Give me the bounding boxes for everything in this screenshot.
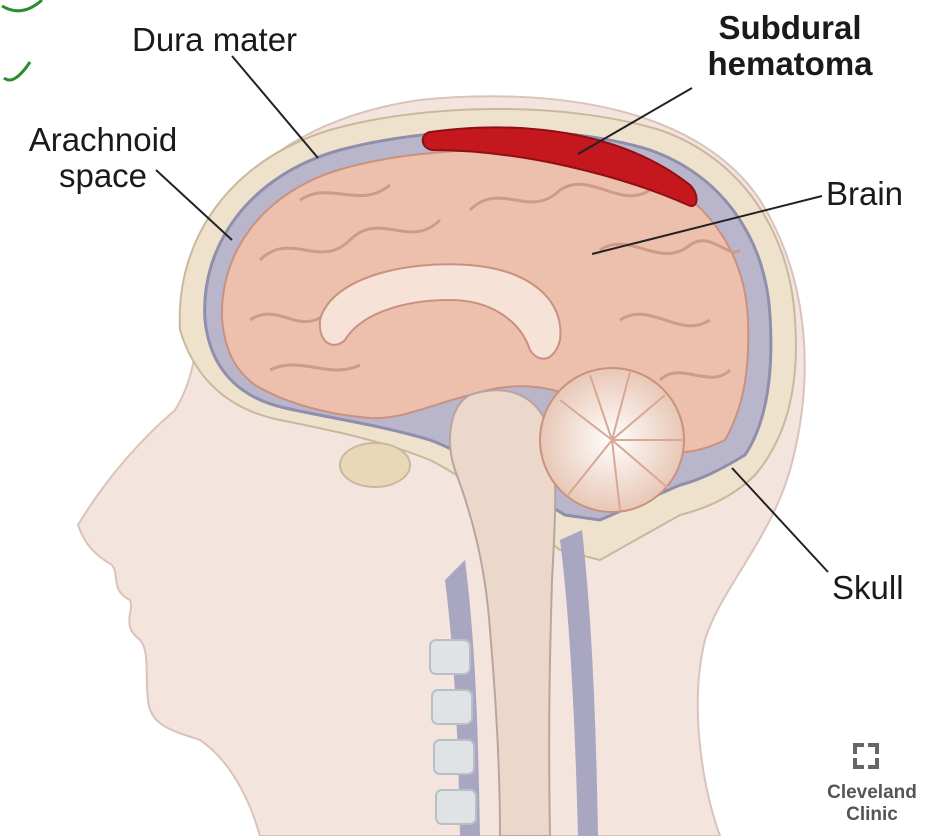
label-arachnoid-line1: Arachnoid: [8, 122, 198, 158]
cleveland-clinic-logo-icon: [853, 743, 879, 769]
leader-dura-mater: [232, 56, 318, 158]
pen-mark-check: [4, 62, 30, 80]
sinus: [340, 443, 410, 487]
pen-mark-top: [2, 0, 42, 11]
label-subdural-hematoma: Subdural hematoma: [690, 10, 890, 82]
label-subdural-line1: Subdural: [690, 10, 890, 46]
label-subdural-line2: hematoma: [690, 46, 890, 82]
label-skull: Skull: [832, 570, 904, 606]
label-arachnoid-line2: space: [8, 158, 198, 194]
logo-line1: Cleveland: [812, 782, 932, 804]
logo-line2: Clinic: [812, 804, 932, 826]
label-dura-mater: Dura mater: [132, 22, 297, 58]
label-arachnoid-space: Arachnoid space: [8, 122, 198, 194]
cleveland-clinic-logo-text: Cleveland Clinic: [812, 782, 932, 826]
label-brain: Brain: [826, 176, 903, 212]
